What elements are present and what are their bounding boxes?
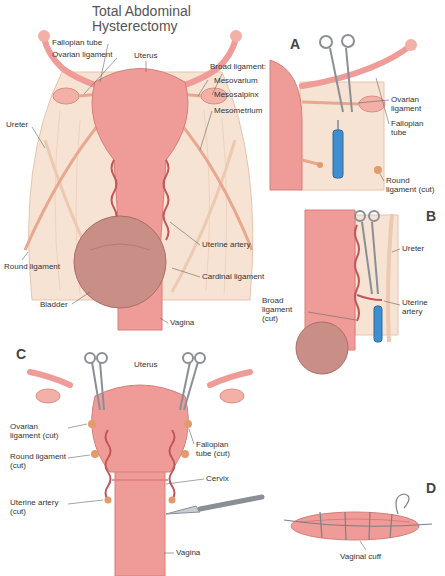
part-label: Vagina — [176, 548, 200, 557]
panel-letter: A — [290, 36, 300, 52]
part-label: Mesosalpinx — [214, 90, 258, 99]
part-label: Ovarian ligament (cut) — [10, 422, 68, 440]
figure-title: Total Abdominal Hysterectomy — [92, 4, 208, 35]
part-label: Mesovarium — [214, 76, 258, 85]
leader-lines — [308, 249, 400, 320]
part-label: Uterine artery — [402, 298, 442, 316]
part-label: Vaginal cuff — [340, 552, 381, 561]
clamp — [85, 353, 205, 410]
clamp — [355, 211, 379, 294]
part-label: Cervix — [206, 474, 229, 483]
part-label: Broad ligament: — [210, 62, 266, 71]
panel-letter: D — [426, 480, 436, 496]
cautery-pen — [374, 306, 382, 342]
ovary — [53, 88, 79, 104]
ureter — [388, 214, 392, 342]
fimbriae — [38, 30, 50, 42]
fallopian-tube — [302, 46, 410, 86]
part-label: Broad ligament (cut) — [262, 296, 306, 324]
part-label: Ovarian ligament — [52, 50, 112, 59]
panel-letter: B — [426, 208, 436, 224]
clamp — [320, 35, 354, 112]
round-ligament-stump — [317, 162, 323, 168]
part-label: Vagina — [170, 318, 194, 327]
part-label: Round ligament (cut) — [386, 176, 442, 194]
part-label: Mesometrium — [214, 106, 262, 115]
panel-d-illustration — [284, 494, 432, 540]
panel-b-illustration — [296, 210, 398, 374]
part-label: Uterine artery (cut) — [10, 498, 68, 516]
part-label: Bladder — [40, 300, 68, 309]
part-label: Cardinal ligament — [202, 272, 264, 281]
panel-c-illustration — [30, 353, 262, 576]
part-label: Uterus — [134, 360, 158, 369]
round-ligament-stump — [302, 160, 318, 164]
part-label: Round ligament (cut) — [10, 452, 68, 470]
leader-lines — [68, 424, 204, 553]
round-ligament-stump — [374, 166, 382, 174]
broad-ligament — [300, 82, 384, 190]
bladder — [74, 216, 166, 308]
cervix-line — [112, 479, 168, 481]
suture — [284, 494, 432, 540]
ovary — [220, 389, 244, 403]
fimbriae — [230, 30, 242, 42]
cut-stumps — [88, 420, 192, 504]
panel-letter: C — [16, 346, 26, 362]
part-label: Round ligament — [4, 262, 60, 271]
leader-lines — [22, 44, 222, 323]
fimbriae — [405, 39, 417, 51]
part-label: Ovarian ligament — [391, 95, 441, 113]
main-anatomy — [25, 30, 253, 330]
part-label: Ureter — [6, 120, 28, 129]
scalpel — [166, 497, 262, 514]
uterine-artery — [106, 430, 175, 500]
ovary — [359, 96, 385, 112]
bladder — [296, 322, 348, 374]
cautery-pen — [333, 120, 343, 178]
part-label: Ureter — [402, 244, 424, 253]
cuff-fold — [300, 519, 410, 522]
leader-lines — [358, 78, 389, 181]
part-label: Fallopian tube (cut) — [196, 440, 246, 458]
part-label: Uterine artery — [202, 240, 250, 249]
uterus-edge — [270, 60, 302, 190]
part-label: Fallopian tube — [52, 38, 102, 47]
part-label: Fallopian tube — [391, 119, 441, 137]
ovary — [36, 389, 60, 403]
cervix-vagina — [115, 470, 165, 576]
bladder-shading — [90, 244, 150, 250]
fallopian-tube — [30, 372, 250, 385]
part-label: Uterus — [134, 51, 158, 60]
leader-lines — [360, 541, 366, 550]
